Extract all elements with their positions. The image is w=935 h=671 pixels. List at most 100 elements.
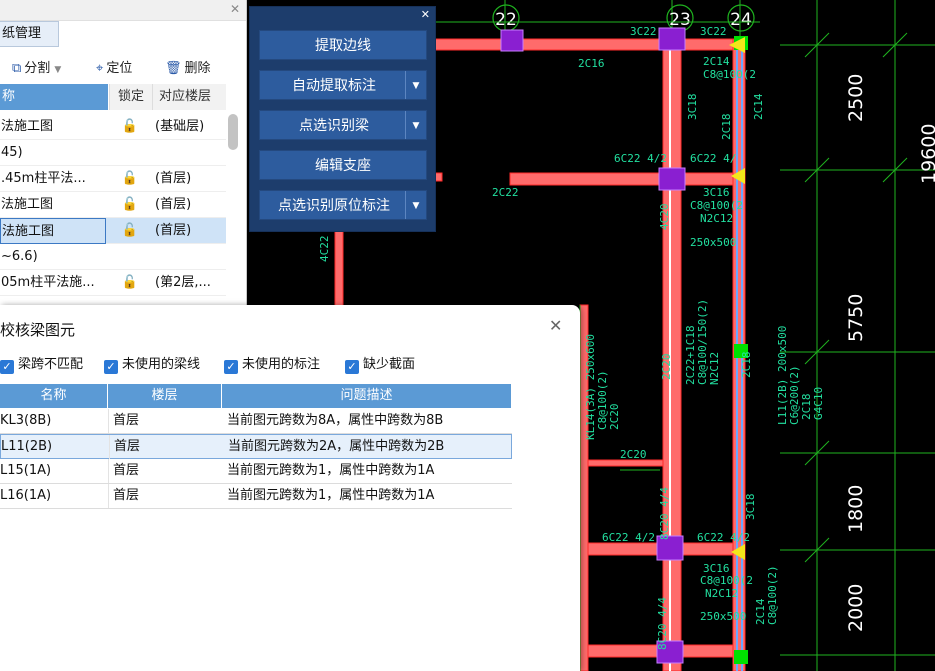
split-button[interactable]: ⧉分割▼ — [12, 57, 61, 76]
drawing-row-selected[interactable]: 法施工图 🔓 (首层) — [0, 218, 226, 244]
extract-lines-button[interactable]: 提取边线 — [259, 30, 427, 60]
close-icon[interactable]: ✕ — [229, 2, 240, 16]
checkbox-label: 梁跨不匹配 — [18, 357, 84, 372]
beam-floor: 首层 — [114, 439, 141, 454]
checkbox-unused-beam-lines[interactable]: ✓ 未使用的梁线 — [104, 353, 200, 374]
beam-annotation: 3C22 — [700, 25, 727, 38]
beam-name: KL3(8B) — [0, 409, 109, 433]
pick-identify-original-labels-button[interactable]: 点选识别原位标注 ▼ — [259, 190, 427, 220]
drawing-name: ~6.6) — [1, 249, 38, 264]
split-label: 分割 — [24, 61, 51, 76]
beam-annotation: 2C20 — [660, 354, 673, 381]
lock-icon[interactable]: 🔓 — [121, 275, 139, 290]
column-header-floor[interactable]: 楼层 — [108, 384, 222, 408]
beam-annotation: 3C18 — [744, 494, 757, 521]
column-header-name[interactable]: 称 — [0, 84, 108, 110]
beam-name: L15(1A) — [0, 459, 109, 483]
beam-issue: 当前图元跨数为1，属性中跨数为1A — [227, 463, 435, 478]
drawing-floor: (首层) — [155, 197, 192, 212]
beam-annotation: 8C20 4/4 — [658, 487, 671, 540]
beam-recognition-panel: ✕ 提取边线 自动提取标注 ▼ 点选识别梁 ▼ 编辑支座 点选识别原位标注 ▼ — [249, 6, 436, 232]
beam-annotation: KL14(3A) 250x600 — [584, 334, 597, 440]
beam-annotation: 2C14 — [754, 598, 767, 625]
table-row[interactable]: KL3(8B) 首层 当前图元跨数为8A，属性中跨数为8B — [0, 409, 512, 434]
checkbox-label: 未使用的梁线 — [122, 357, 201, 372]
chevron-down-icon: ▼ — [54, 65, 62, 75]
column-header-issue[interactable]: 问题描述 — [222, 384, 512, 408]
table-row[interactable]: L16(1A) 首层 当前图元跨数为1，属性中跨数为1A — [0, 484, 512, 509]
checkbox-span-mismatch[interactable]: ✓ 梁跨不匹配 — [0, 353, 83, 374]
beam-annotation: 2C20 — [620, 448, 647, 461]
locate-icon: ⌖ — [96, 61, 104, 76]
drawing-name: 05m柱平法施... — [1, 275, 95, 290]
beam-name: L11(2B) — [1, 435, 110, 459]
dimension-2500: 2500 — [845, 74, 867, 122]
beam-annotation: 3C22 — [630, 25, 657, 38]
chevron-down-icon[interactable]: ▼ — [405, 71, 426, 99]
beam-annotation: 6C22 4/2 — [614, 152, 667, 165]
auto-extract-labels-button[interactable]: 自动提取标注 ▼ — [259, 70, 427, 100]
trash-icon: 🗑 — [165, 61, 182, 76]
table-row-selected[interactable]: L11(2B) 首层 当前图元跨数为2A，属性中跨数为2B — [0, 434, 512, 459]
beam-annotation: G4C10 — [812, 387, 825, 420]
checkmark-icon: ✓ — [104, 360, 118, 374]
chevron-down-icon[interactable]: ▼ — [405, 111, 426, 139]
table-row[interactable]: L15(1A) 首层 当前图元跨数为1，属性中跨数为1A — [0, 459, 512, 484]
delete-label: 删除 — [184, 61, 211, 76]
edit-support-button[interactable]: 编辑支座 — [259, 150, 427, 180]
locate-button[interactable]: ⌖定位 — [96, 57, 132, 76]
split-icon: ⧉ — [12, 61, 22, 76]
axis-label-24: 24 — [730, 10, 752, 30]
drawing-row[interactable]: .45m柱平法... 🔓 (首层) — [0, 166, 226, 192]
beam-annotation: 2C14 — [752, 93, 765, 120]
close-icon[interactable]: ✕ — [549, 316, 563, 335]
beam-annotation: C8@100(2 — [690, 199, 743, 212]
drawing-row[interactable]: 45) — [0, 140, 226, 166]
drawing-floor: (第2层,... — [155, 275, 211, 290]
beam-annotation: 3C16 — [703, 186, 730, 199]
drawing-row[interactable]: ~6.6) — [0, 244, 226, 270]
delete-button[interactable]: 🗑删除 — [165, 57, 211, 76]
column-header-lock[interactable]: 锁定 — [109, 84, 152, 110]
lock-icon[interactable]: 🔓 — [121, 223, 139, 238]
beam-annotation: 250x500 — [690, 236, 736, 249]
dialog-title: 校核梁图元 — [0, 321, 76, 339]
column-header-floor[interactable]: 对应楼层 — [152, 84, 226, 110]
beam-annotation: 6C22 4/2 — [697, 531, 750, 544]
drawing-floor: (基础层) — [155, 119, 205, 134]
lock-icon[interactable]: 🔓 — [121, 119, 139, 134]
beam-annotation: N2C12 — [700, 212, 733, 225]
drawing-row[interactable]: 法施工图 🔓 (首层) — [0, 192, 226, 218]
close-icon[interactable]: ✕ — [420, 8, 430, 21]
checkmark-icon: ✓ — [224, 360, 238, 374]
pick-identify-beam-label: 点选识别梁 — [299, 118, 369, 134]
checkmark-icon: ✓ — [0, 360, 14, 374]
beam-annotation: N2C12 — [705, 587, 738, 600]
checkbox-unused-labels[interactable]: ✓未使用的标注 — [224, 353, 320, 374]
beam-issue: 当前图元跨数为8A，属性中跨数为8B — [227, 413, 444, 428]
drawing-row[interactable]: 05m柱平法施... 🔓 (第2层,... — [0, 270, 226, 296]
beam-annotation: 2C18 — [720, 114, 733, 141]
drawing-management-panel: ✕ 纸管理 ⧉分割▼ ⌖定位 🗑删除 称 锁定 对应楼层 法施工图 🔓 (基础层… — [0, 0, 247, 305]
beam-annotation: N2C12 — [708, 352, 721, 385]
beam-annotation: 2C22 — [492, 186, 519, 199]
drawing-list-header: 称 锁定 对应楼层 — [0, 84, 226, 110]
dimension-19600: 19600 — [918, 124, 935, 184]
beam-annotation: 250x500 — [700, 610, 746, 623]
pick-identify-beam-button[interactable]: 点选识别梁 ▼ — [259, 110, 427, 140]
lock-icon[interactable]: 🔓 — [121, 171, 139, 186]
lock-icon[interactable]: 🔓 — [121, 197, 139, 212]
beam-annotation: 6C22 4/2 — [602, 531, 655, 544]
scrollbar-thumb[interactable] — [228, 114, 238, 150]
column-header-name[interactable]: 名称 — [0, 384, 108, 408]
drawing-row[interactable]: 法施工图 🔓 (基础层) — [0, 114, 226, 140]
beam-issue: 当前图元跨数为1，属性中跨数为1A — [227, 488, 435, 503]
chevron-down-icon[interactable]: ▼ — [405, 191, 426, 219]
beam-annotation: 2C14 — [703, 55, 730, 68]
dimension-1800: 1800 — [845, 485, 867, 533]
beam-issue: 当前图元跨数为2A，属性中跨数为2B — [228, 439, 445, 454]
beam-annotation: C8@100/150(2) — [696, 299, 709, 385]
tab-drawing-management[interactable]: 纸管理 — [0, 21, 59, 47]
dimension-2000: 2000 — [845, 584, 867, 632]
checkbox-missing-section[interactable]: ✓缺少截面 — [345, 353, 415, 374]
